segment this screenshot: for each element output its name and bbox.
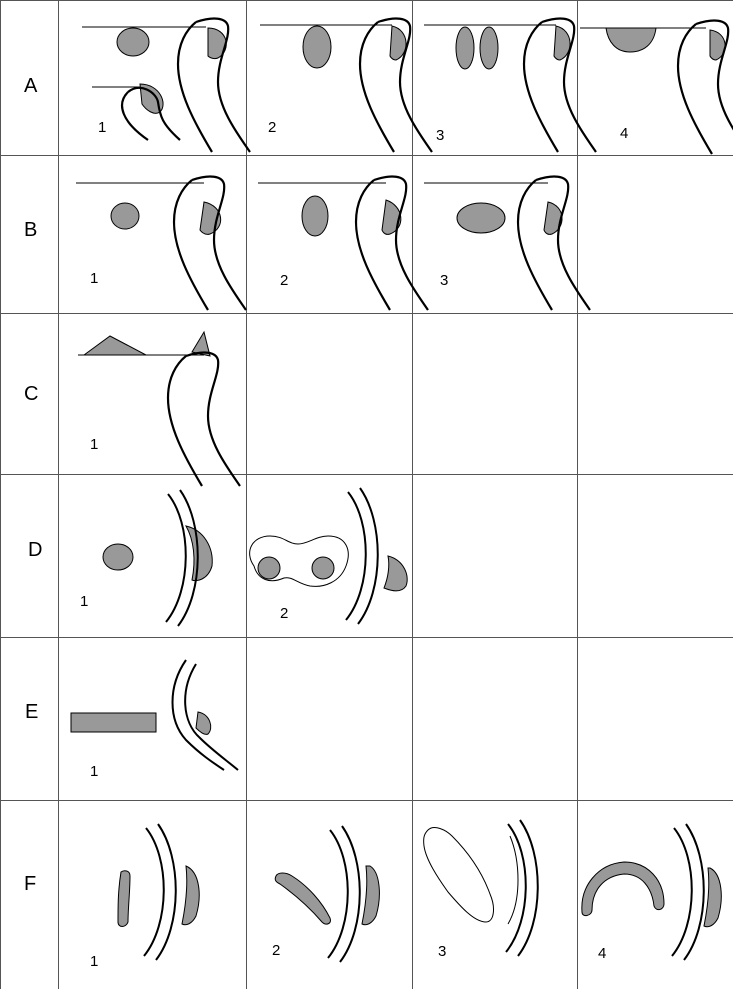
cell-b3-number: 3 — [440, 272, 448, 289]
cell-f3: 3 — [424, 820, 538, 960]
row-label-b: B — [24, 219, 37, 241]
cell-f2-number: 2 — [272, 942, 280, 959]
cell-a3-number: 3 — [436, 127, 444, 144]
cell-b1-number: 1 — [90, 270, 98, 287]
row-label-a: A — [24, 75, 38, 97]
cell-a2: 2 — [260, 19, 432, 152]
cell-f1-number: 1 — [90, 953, 98, 970]
cell-f2: 2 — [272, 826, 379, 962]
cell-e1: 1 — [71, 660, 238, 780]
cell-b3: 3 — [424, 177, 590, 310]
cell-f1: 1 — [90, 824, 199, 970]
cell-a4-number: 4 — [620, 125, 628, 142]
cell-a4: 4 — [580, 21, 733, 154]
cell-e1-number: 1 — [90, 763, 98, 780]
cell-d1: 1 — [80, 490, 212, 626]
cell-c1-number: 1 — [90, 436, 98, 453]
cell-f3-number: 3 — [438, 943, 446, 960]
cell-d2: 2 — [250, 488, 408, 624]
cell-b1: 1 — [76, 177, 246, 310]
cell-d2-number: 2 — [280, 605, 288, 622]
cell-a1-number: 1 — [98, 119, 106, 136]
row-label-d: D — [28, 539, 42, 561]
cell-a1: 1 — [82, 19, 250, 152]
cell-b2-number: 2 — [280, 272, 288, 289]
cell-b2: 2 — [258, 177, 428, 310]
cell-d1-number: 1 — [80, 593, 88, 610]
cell-f4-number: 4 — [598, 945, 606, 962]
row-label-e: E — [25, 701, 38, 723]
row-label-f: F — [24, 873, 36, 895]
cell-c1: 1 — [78, 332, 240, 486]
cell-f4: 4 — [582, 824, 721, 962]
cell-a2-number: 2 — [268, 119, 276, 136]
row-label-c: C — [24, 383, 38, 405]
cell-a3: 3 — [424, 19, 596, 152]
